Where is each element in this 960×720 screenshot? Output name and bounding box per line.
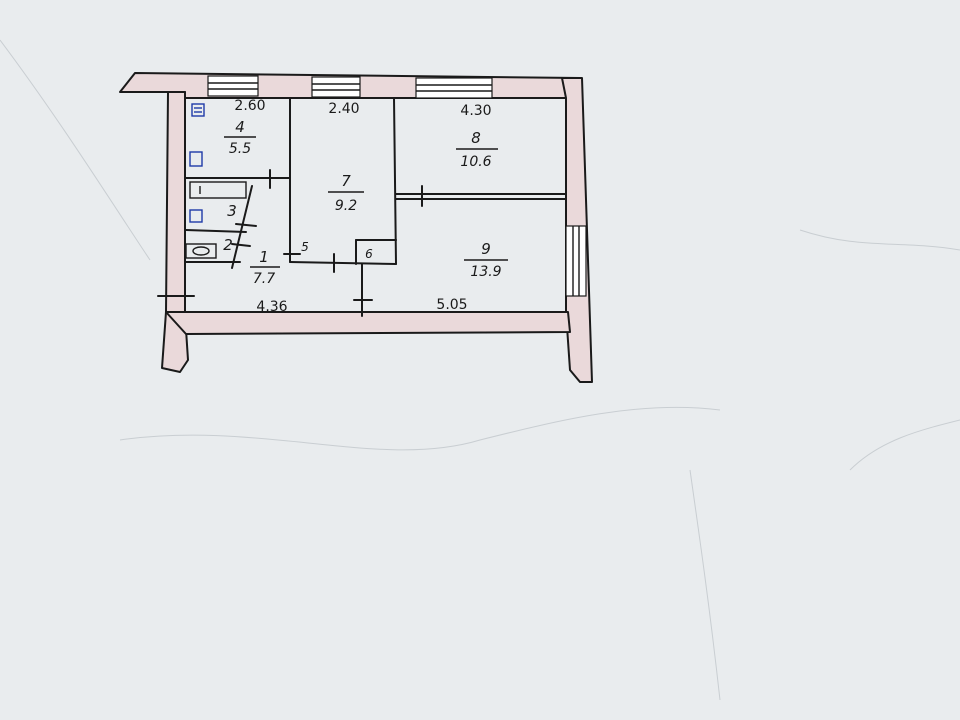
- washbasin-icon: [189, 209, 203, 223]
- partition-7-8: [393, 97, 397, 265]
- room-7-number: 7: [341, 172, 351, 190]
- dimension-bottom-right: 5.05: [436, 297, 467, 313]
- room-8-label: 8 10.6: [456, 129, 498, 170]
- bathroom-fixtures: [185, 103, 247, 259]
- room-1-number: 1: [259, 248, 269, 266]
- room-4-area: 5.5: [229, 141, 251, 157]
- window-room-8: [415, 77, 493, 99]
- room-2-number: 2: [223, 236, 233, 254]
- bathtub-icon: [189, 181, 247, 199]
- toilet-icon: [185, 243, 217, 259]
- window-room-9: [565, 225, 587, 297]
- room-4-label: 4 5.5: [224, 118, 256, 157]
- room-8-area: 10.6: [460, 154, 491, 170]
- dimension-bottom-left: 4.36: [256, 299, 287, 315]
- room-6-number: 6: [365, 247, 373, 261]
- room-labels: 4 5.5 7 9.2 8 10.6 9 13.9 1 7.7 2 3 5 6: [223, 118, 508, 287]
- room-9-area: 13.9: [470, 264, 501, 280]
- stove-icon: [191, 103, 205, 117]
- partition-3-2: [185, 229, 247, 233]
- room-9-label: 9 13.9: [464, 240, 508, 280]
- partition-bath-left: [231, 185, 253, 269]
- dimension-top-middle: 2.40: [328, 101, 359, 117]
- room-4-number: 4: [235, 118, 245, 136]
- paper-creases: [0, 39, 960, 701]
- dimension-labels: 2.60 2.40 4.30 4.36 5.05: [234, 98, 491, 315]
- room-8-number: 8: [471, 129, 481, 147]
- room-7-label: 7 9.2: [328, 172, 364, 214]
- door-ticks: [157, 169, 423, 301]
- exterior-walls: [119, 72, 593, 383]
- left-wall: [161, 91, 189, 373]
- partition-closet-5: [289, 261, 397, 265]
- dimension-top-left: 2.60: [234, 98, 265, 114]
- room-5-number: 5: [301, 240, 309, 254]
- dimension-top-right: 4.30: [460, 103, 491, 119]
- room-1-area: 7.7: [253, 271, 275, 287]
- windows: [207, 75, 587, 297]
- sink-icon: [189, 151, 203, 167]
- bottom-wall: [165, 311, 571, 335]
- window-room-7: [311, 76, 361, 98]
- room-9-number: 9: [481, 240, 491, 258]
- room-3-number: 3: [227, 202, 237, 220]
- room-7-area: 9.2: [335, 198, 357, 214]
- interior-partitions: [185, 97, 567, 317]
- room-1-label: 1 7.7: [250, 248, 280, 287]
- window-room-4: [207, 75, 259, 97]
